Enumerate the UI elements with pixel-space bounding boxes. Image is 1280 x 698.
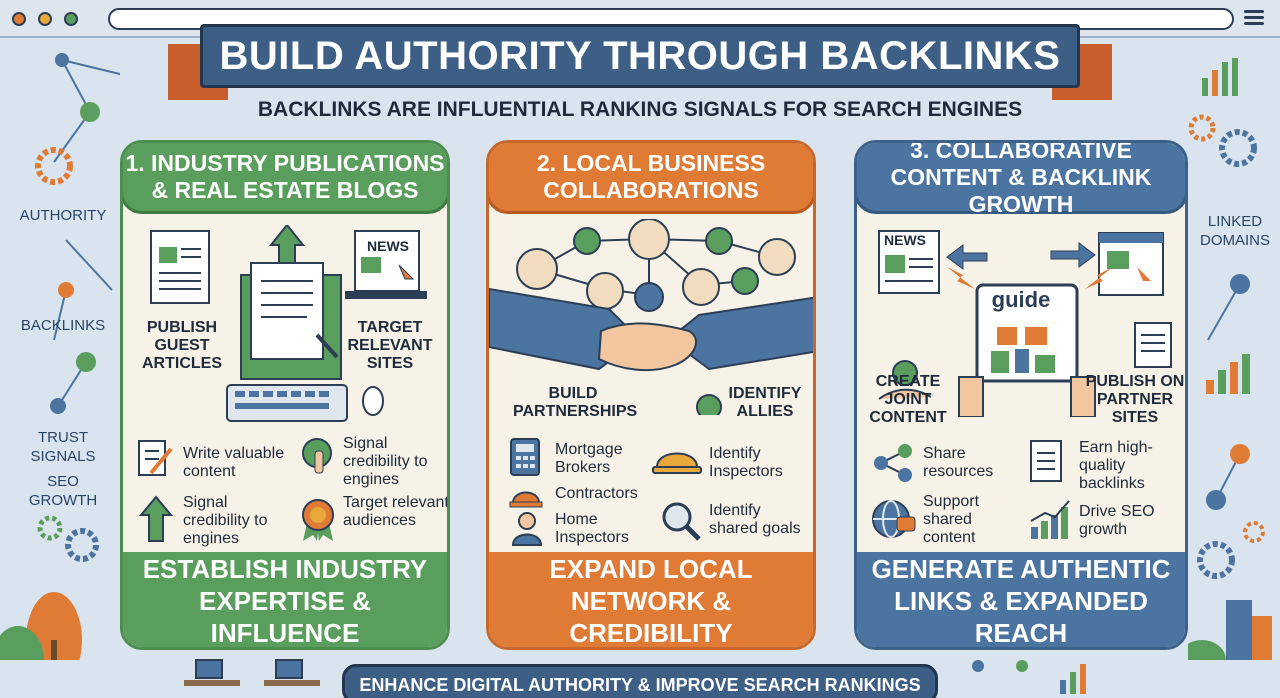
list-item: Earn high-quality backlinks — [1079, 439, 1153, 492]
trust-signals-label: TRUST SIGNALS — [30, 429, 96, 465]
list-item: Mortgage Brokers — [555, 441, 623, 476]
list-item: Identify Inspectors — [709, 445, 783, 480]
list-item: Write valuable content — [183, 445, 285, 480]
panel-collaborative-content: 3. COLLABORATIVE CONTENT & BACKLINK GROW… — [854, 140, 1188, 650]
award-badge-icon — [302, 499, 334, 541]
write-content-icon — [138, 440, 173, 476]
panel-2-footer: EXPAND LOCAL NETWORK & CREDIBILITY — [489, 552, 813, 647]
list-item: Support shared content — [923, 493, 980, 546]
left-network-decoration — [0, 53, 120, 660]
desk-illustration-left — [184, 659, 320, 686]
bottom-banner-text: ENHANCE DIGITAL AUTHORITY & IMPROVE SEAR… — [359, 675, 921, 695]
linked-domains-label: LINKED DOMAINS — [1199, 213, 1270, 249]
handshake-network-illustration — [489, 219, 813, 415]
list-item: Identify shared goals — [709, 502, 801, 537]
title-banner: BUILD AUTHORITY THROUGH BACKLINKS — [200, 24, 1080, 88]
close-window-button[interactable] — [12, 12, 26, 26]
list-item: Drive SEO growth — [1079, 503, 1155, 538]
people-network-illustration — [972, 660, 1086, 694]
list-item: Target relevant audiences — [343, 494, 449, 529]
seo-growth-label: SEO GROWTH — [28, 473, 98, 509]
list-item: Signal credibility to engines — [183, 494, 268, 547]
hamburger-menu-icon[interactable] — [1244, 10, 1264, 26]
growth-chart-icon — [1030, 500, 1070, 539]
publish-guest-articles-label: PUBLISH GUEST ARTICLES — [142, 319, 222, 372]
page-title: BUILD AUTHORITY THROUGH BACKLINKS — [219, 33, 1061, 78]
target-relevant-sites-label: TARGET RELEVANT SITES — [347, 319, 433, 372]
calculator-icon — [510, 438, 540, 476]
guest-article-illustration — [150, 225, 427, 422]
right-network-decoration — [1188, 58, 1272, 660]
news-tag: NEWS — [884, 232, 926, 248]
content-collaboration-illustration — [878, 230, 1172, 417]
list-item: Signal credibility to engines — [343, 435, 428, 488]
panel-local-business: 2. LOCAL BUSINESS COLLABORATIONS BUILD P… — [486, 140, 816, 650]
build-partnerships-label: BUILD PARTNERSHIPS — [513, 385, 638, 420]
panel-2-heading: 2. LOCAL BUSINESS COLLABORATIONS — [489, 143, 813, 214]
guide-tag: guide — [991, 287, 1051, 312]
list-item: Share resources — [923, 445, 994, 480]
minimize-window-button[interactable] — [38, 12, 52, 26]
backlinks-label: BACKLINKS — [20, 317, 106, 334]
list-item: Contractors — [555, 485, 638, 502]
list-item: Home Inspectors — [555, 511, 629, 546]
panel-1-footer: ESTABLISH INDUSTRY EXPERTISE & INFLUENCE — [123, 552, 447, 647]
bottom-banner: ENHANCE DIGITAL AUTHORITY & IMPROVE SEAR… — [342, 664, 938, 698]
maximize-window-button[interactable] — [64, 12, 78, 26]
panel-1-heading: 1. INDUSTRY PUBLICATIONS & REAL ESTATE B… — [123, 143, 447, 214]
signal-credibility-icon — [302, 438, 332, 474]
create-joint-content-label: CREATE JOINT CONTENT — [869, 373, 947, 426]
panel-3-footer: GENERATE AUTHENTIC LINKS & EXPANDED REAC… — [857, 552, 1185, 647]
identify-allies-label: IDENTIFY ALLIES — [728, 385, 802, 420]
share-icon — [874, 444, 912, 482]
hard-hat-icon — [652, 452, 702, 474]
document-icon — [1030, 440, 1062, 482]
panel-industry-publications: 1. INDUSTRY PUBLICATIONS & REAL ESTATE B… — [120, 140, 450, 650]
authority-label: AUTHORITY — [19, 207, 107, 224]
panel-3-heading: 3. COLLABORATIVE CONTENT & BACKLINK GROW… — [857, 143, 1185, 217]
magnifier-icon — [662, 502, 701, 541]
person-icon — [511, 512, 543, 546]
contractor-hat-icon — [509, 491, 543, 508]
news-tag: NEWS — [367, 238, 409, 254]
page-subtitle: BACKLINKS ARE INFLUENTIAL RANKING SIGNAL… — [257, 98, 1023, 121]
publish-on-partner-sites-label: PUBLISH ON PARTNER SITES — [1085, 373, 1185, 426]
globe-chat-icon — [872, 500, 916, 538]
up-arrow-icon — [139, 495, 173, 542]
